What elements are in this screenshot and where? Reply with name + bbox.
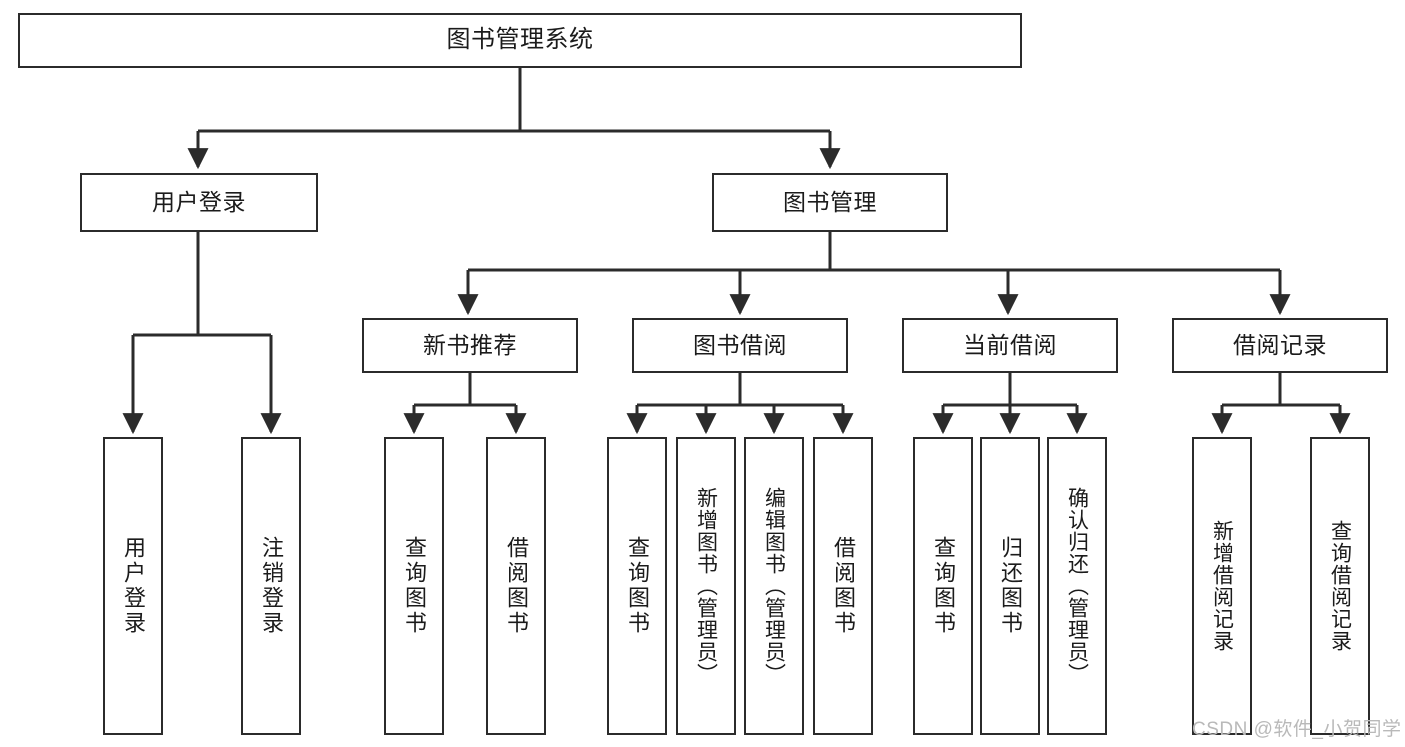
node-label: 查询借阅记录 — [1328, 520, 1352, 652]
node-book-borrow[interactable]: 图书借阅 — [632, 318, 848, 373]
leaf-book-borrow-edit-book-admin[interactable]: 编辑图书（管理员） — [744, 437, 804, 735]
leaf-new-book-query-book[interactable]: 查询图书 — [384, 437, 444, 735]
node-label: 编辑图书（管理员） — [762, 487, 786, 685]
node-label: 用户登录 — [152, 188, 246, 215]
leaf-book-borrow-query-book[interactable]: 查询图书 — [607, 437, 667, 735]
leaf-borrow-record-add-record[interactable]: 新增借阅记录 — [1192, 437, 1252, 735]
node-label: 当前借阅 — [963, 331, 1057, 358]
node-label: 归还图书 — [998, 536, 1023, 636]
node-label: 查询图书 — [625, 536, 650, 636]
node-label: 注销登录 — [259, 536, 284, 636]
leaf-current-borrow-return-book[interactable]: 归还图书 — [980, 437, 1040, 735]
node-label: 新增借阅记录 — [1210, 520, 1234, 652]
node-new-book-recommend[interactable]: 新书推荐 — [362, 318, 578, 373]
node-label: 图书借阅 — [693, 331, 787, 358]
node-label: 图书管理 — [783, 188, 877, 215]
node-label: 新增图书（管理员） — [694, 487, 718, 685]
leaf-borrow-record-query-record[interactable]: 查询借阅记录 — [1310, 437, 1370, 735]
leaf-new-book-borrow-book[interactable]: 借阅图书 — [486, 437, 546, 735]
node-label: 借阅图书 — [504, 536, 529, 636]
node-label: 新书推荐 — [423, 331, 517, 358]
node-label: 用户登录 — [121, 536, 146, 636]
leaf-user-login-login[interactable]: 用户登录 — [103, 437, 163, 735]
leaf-current-borrow-confirm-return-admin[interactable]: 确认归还（管理员） — [1047, 437, 1107, 735]
node-root-book-management-system[interactable]: 图书管理系统 — [18, 13, 1022, 68]
node-label: 查询图书 — [931, 536, 956, 636]
node-label: 借阅图书 — [831, 536, 856, 636]
node-current-borrow[interactable]: 当前借阅 — [902, 318, 1118, 373]
leaf-book-borrow-add-book-admin[interactable]: 新增图书（管理员） — [676, 437, 736, 735]
node-user-login[interactable]: 用户登录 — [80, 173, 318, 232]
csdn-watermark: CSDN @软件_小贺同学 — [1192, 719, 1402, 740]
leaf-user-login-logout[interactable]: 注销登录 — [241, 437, 301, 735]
node-borrow-record[interactable]: 借阅记录 — [1172, 318, 1388, 373]
node-label: 确认归还（管理员） — [1065, 487, 1089, 685]
leaf-current-borrow-query-book[interactable]: 查询图书 — [913, 437, 973, 735]
node-label: 图书管理系统 — [446, 26, 594, 54]
node-book-management[interactable]: 图书管理 — [712, 173, 948, 232]
node-label: 借阅记录 — [1233, 331, 1327, 358]
leaf-book-borrow-borrow-book[interactable]: 借阅图书 — [813, 437, 873, 735]
node-label: 查询图书 — [402, 536, 427, 636]
